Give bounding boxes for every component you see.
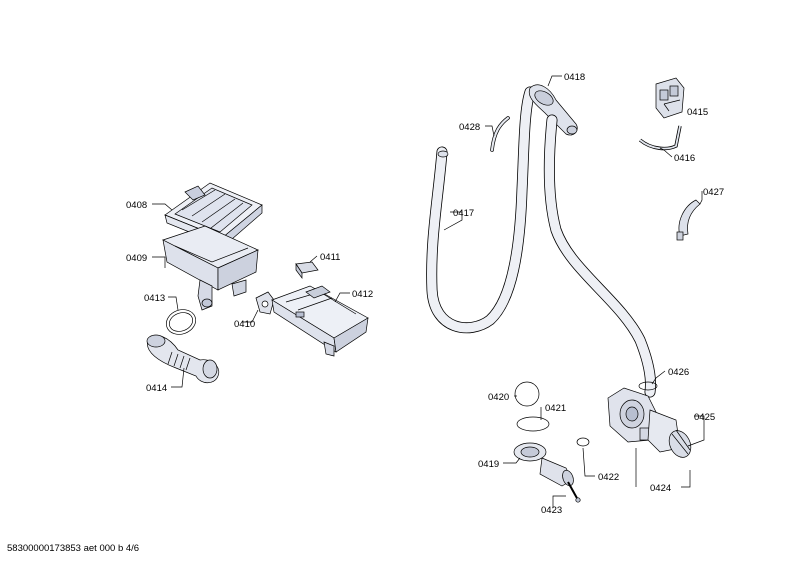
part-0426-small-clamp — [638, 381, 658, 391]
label-0408: 0408 — [126, 200, 147, 211]
document-footer-id: 58300000173853 aet 000 b 4/6 — [7, 543, 140, 554]
label-0426: 0426 — [668, 367, 689, 378]
leader-lines — [152, 75, 705, 508]
label-0414: 0414 — [146, 383, 167, 394]
part-0415-connector-block — [655, 77, 685, 119]
part-0421-ring — [516, 416, 550, 432]
label-0409: 0409 — [126, 253, 147, 264]
part-0418-hose-connector — [528, 84, 578, 136]
label-0417: 0417 — [453, 208, 474, 219]
part-0417-drain-hose — [426, 86, 536, 334]
label-0412: 0412 — [352, 289, 373, 300]
label-0419: 0419 — [478, 459, 499, 470]
part-0427-hose-clip — [676, 199, 701, 241]
label-0416: 0416 — [674, 153, 695, 164]
label-0427: 0427 — [703, 187, 724, 198]
label-0411: 0411 — [320, 252, 340, 263]
label-0428: 0428 — [459, 122, 480, 133]
part-0425-pump-filter — [668, 429, 692, 458]
label-0422: 0422 — [598, 472, 619, 483]
part-0423-screw — [567, 481, 581, 503]
part-0414-bellows-hose — [146, 334, 220, 384]
label-0424: 0424 — [650, 483, 671, 494]
label-0420: 0420 — [488, 392, 509, 403]
label-0425: 0425 — [694, 412, 715, 423]
label-0423: 0423 — [541, 505, 562, 516]
part-0416-cable — [638, 125, 682, 151]
part-0422-small-clamp — [576, 437, 590, 447]
part-0424-drain-pump — [607, 387, 681, 453]
label-0415: 0415 — [687, 107, 708, 118]
part-hose-to-pump — [543, 114, 656, 398]
label-0421: 0421 — [545, 403, 566, 414]
part-0419-sump — [513, 442, 574, 487]
part-0410-bracket — [255, 291, 275, 315]
part-0412-drawer-tray — [271, 285, 369, 357]
label-0410: 0410 — [234, 319, 255, 330]
part-0428-small-pipe — [490, 116, 510, 152]
label-0413: 0413 — [144, 293, 165, 304]
part-0411-clip — [295, 261, 319, 280]
part-0409-drawer-housing — [162, 225, 259, 311]
part-0420-cap — [514, 381, 540, 407]
label-0418: 0418 — [564, 72, 585, 83]
part-0413-clamp-ring — [165, 309, 197, 335]
